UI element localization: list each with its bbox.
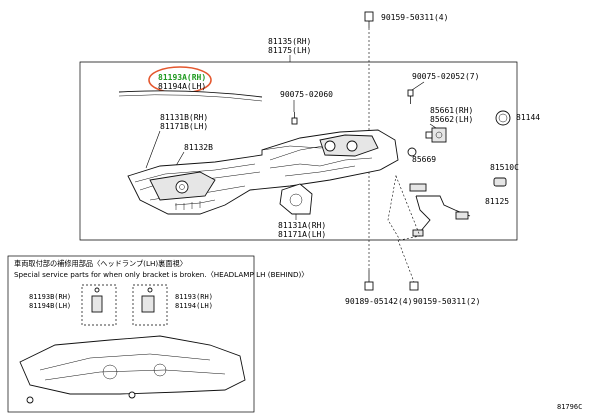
bottom-bolt-2-icon [409, 281, 419, 291]
socket-icon [493, 177, 507, 187]
label-screw-mid: 90075-02060 [280, 90, 333, 99]
label-bracket-b-lh: 81194B(LH) [29, 302, 71, 310]
headlamp-housing [127, 129, 399, 215]
label-socket: 81510C [490, 163, 519, 172]
label-unit-a-rh: 81131A(RH) [278, 221, 326, 230]
top-bolt-icon [364, 11, 374, 28]
screw-mid-icon [291, 112, 298, 125]
bracket-b-icon [81, 284, 117, 326]
label-bracket-lh: 81194(LH) [175, 302, 213, 310]
label-trim-lh: 81194A(LH) [158, 82, 206, 91]
wire-harness-icon [409, 183, 471, 237]
label-bulb: 85669 [412, 155, 436, 164]
trim-strip-edge [118, 94, 263, 102]
label-assy-rh: 81135(RH) [268, 37, 311, 46]
label-wire: 81125 [485, 197, 509, 206]
leveling-motor-icon [425, 127, 447, 143]
projector-unit-icon [279, 183, 313, 215]
wire-region [387, 174, 421, 241]
label-screw-7: 90075-02052(7) [412, 72, 479, 81]
bottom-bolt-2-leader [397, 239, 415, 283]
assembly-frame [79, 61, 518, 241]
label-bottom-bolt-2: 90159-50311(2) [413, 297, 480, 306]
figure-code: 81796C [557, 403, 582, 411]
unit-b-leader [145, 130, 161, 169]
screw-7-icon [407, 89, 414, 104]
service-parts-frame [7, 255, 255, 413]
cap-icon [495, 110, 511, 126]
label-top-bolt: 90159-50311(4) [381, 13, 448, 22]
label-unit-a-lh: 81171A(LH) [278, 230, 326, 239]
bottom-bolt-1-icon [364, 270, 374, 291]
label-bracket-rh: 81193(RH) [175, 293, 213, 301]
label-lens: 81132B [184, 143, 213, 152]
headlamp-back-view [19, 335, 246, 404]
label-unit-b-rh: 81131B(RH) [160, 113, 208, 122]
label-motor-lh: 85662(LH) [430, 115, 473, 124]
label-assy-lh: 81175(LH) [268, 46, 311, 55]
trim-strip [118, 90, 263, 98]
label-unit-b-lh: 81171B(LH) [160, 122, 208, 131]
label-bracket-b-rh: 81193B(RH) [29, 293, 71, 301]
note-japanese: 車両取付部の補修用部品〈ヘッドランプ(LH)裏面視〉 [14, 259, 187, 268]
label-bottom-bolt-1: 90189-05142(4) [345, 297, 412, 306]
screw-7-leader [411, 81, 425, 91]
bulb-icon [407, 147, 417, 157]
note-english: Special service parts for when only brac… [14, 270, 308, 279]
motor-leader [429, 123, 437, 129]
bracket-icon [132, 284, 168, 326]
label-motor-rh: 85661(RH) [430, 106, 473, 115]
label-trim-rh: 81193A(RH) [158, 73, 206, 82]
label-cap: 81144 [516, 113, 540, 122]
